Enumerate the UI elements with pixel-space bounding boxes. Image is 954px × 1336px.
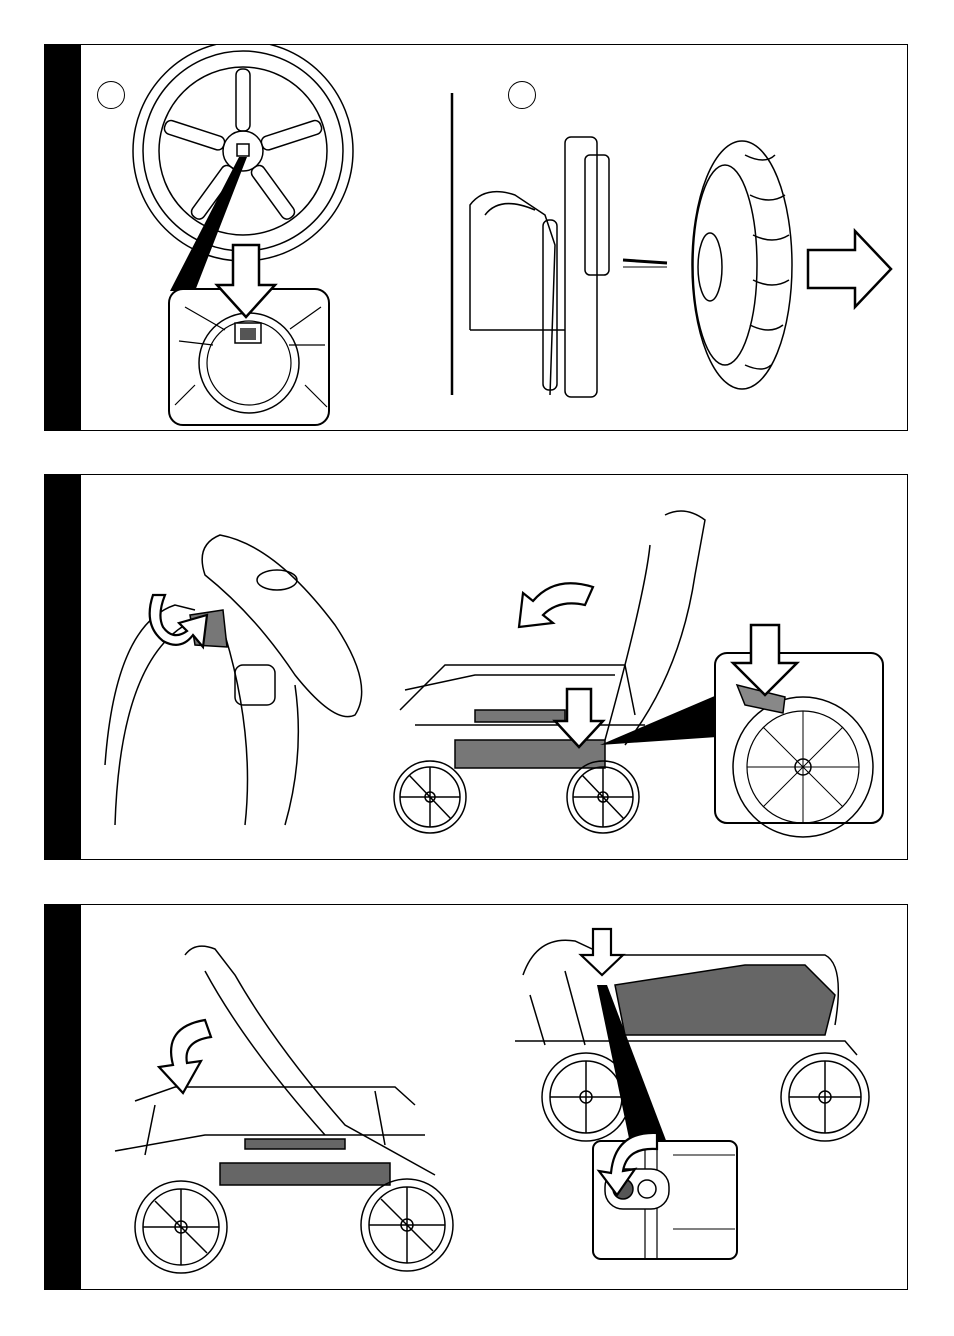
- rotate-arrow-icon: [159, 1020, 211, 1093]
- stroller-icon: [515, 940, 869, 1141]
- push-arrow-icon: [581, 929, 623, 975]
- instruction-panel-3: [44, 904, 908, 1290]
- side-wheel: [692, 141, 792, 389]
- rotate-arrow-icon: [150, 595, 207, 647]
- stroller-icon: [115, 946, 453, 1273]
- pull-arrow-icon: [808, 231, 891, 307]
- zoom-detail-box: [715, 653, 883, 837]
- fold-step-illustration: [45, 475, 908, 860]
- rotate-arrow-icon: [519, 583, 593, 627]
- zoom-wedge: [600, 695, 717, 745]
- instruction-panel-1: [44, 44, 908, 431]
- wheel-hub-icon: [133, 45, 353, 261]
- handle-closeup: [105, 535, 362, 825]
- collapse-step-illustration: [45, 905, 908, 1290]
- frame-side-view: [470, 137, 667, 397]
- stroller-icon: [394, 511, 705, 833]
- wheel-removal-illustration: [45, 45, 908, 431]
- instruction-panel-2: [44, 474, 908, 860]
